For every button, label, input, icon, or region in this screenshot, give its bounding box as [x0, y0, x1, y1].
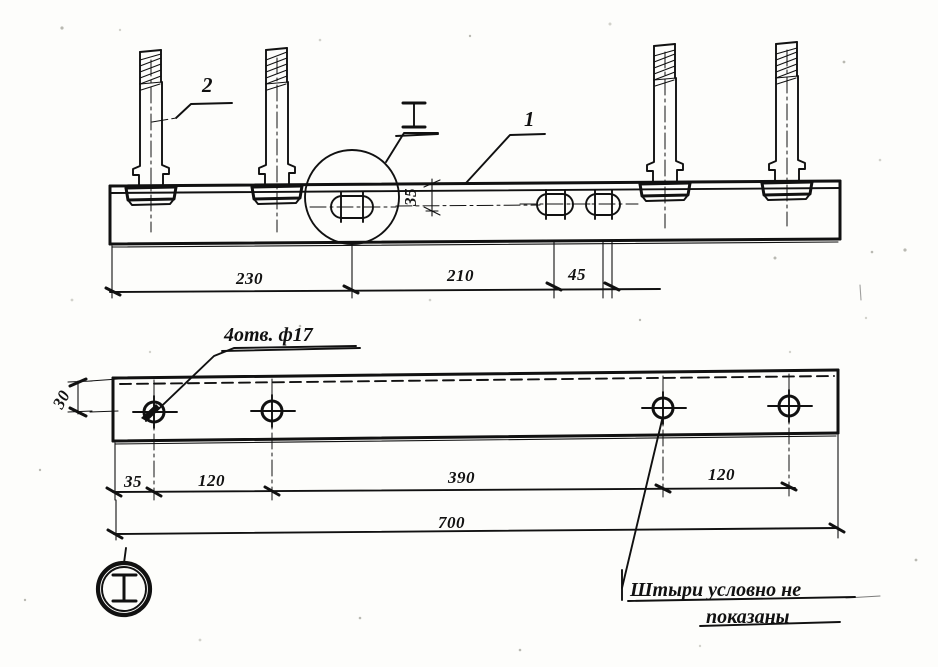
part-label-1-leader [465, 133, 546, 184]
part-label-2: 2 [201, 73, 213, 97]
stud-1 [124, 49, 178, 233]
dim-390-label: 390 [447, 468, 475, 487]
scan-noise [23, 22, 918, 652]
slot-hole-1 [309, 191, 397, 223]
slot-hole-3 [571, 189, 639, 220]
dim-45-label: 45 [567, 265, 586, 284]
dim-120-left-label: 120 [198, 471, 225, 490]
scan-artifacts [773, 250, 881, 599]
dim-35-vertical [423, 178, 441, 217]
dim-700-label: 700 [438, 513, 465, 532]
hole-note-leader [141, 345, 361, 422]
detail-circle-I [304, 149, 400, 245]
plan-plate [111, 368, 840, 445]
plan-dimension-chain [105, 442, 798, 501]
dim-35-vertical-label: 35 [401, 188, 420, 207]
stud-3 [638, 43, 692, 229]
dim-700-overall [106, 434, 846, 541]
dim-230-label: 230 [235, 269, 263, 288]
detail-balloon-I [95, 547, 153, 618]
part-label-1: 1 [524, 107, 535, 131]
dim-210-label: 210 [446, 266, 474, 285]
plan-note-line-2: показаны [706, 606, 790, 628]
part-label-2-leader [151, 102, 233, 123]
elevation-plate [108, 179, 842, 248]
hole-note-label: 4отв. ф17 [223, 324, 314, 346]
dim-30-vertical [67, 377, 119, 418]
stud-2 [250, 47, 304, 233]
section-marker-I-leader [385, 101, 439, 163]
upper-elevation-view: I 2 1 35 [104, 41, 842, 299]
dim-120-right-label: 120 [708, 465, 735, 484]
lower-plan-view: 4отв. ф17 30 35 120 390 120 [48, 324, 856, 628]
plan-note-leader [621, 419, 856, 627]
elevation-dimension-chain [104, 239, 661, 299]
plan-note-line-1: Штыри условно не [629, 579, 801, 601]
stud-4 [760, 41, 814, 227]
plan-hole-3 [641, 375, 687, 498]
plan-hole-2 [250, 378, 296, 501]
plan-hole-4 [767, 373, 813, 497]
dim-35-plan-label: 35 [123, 472, 142, 491]
